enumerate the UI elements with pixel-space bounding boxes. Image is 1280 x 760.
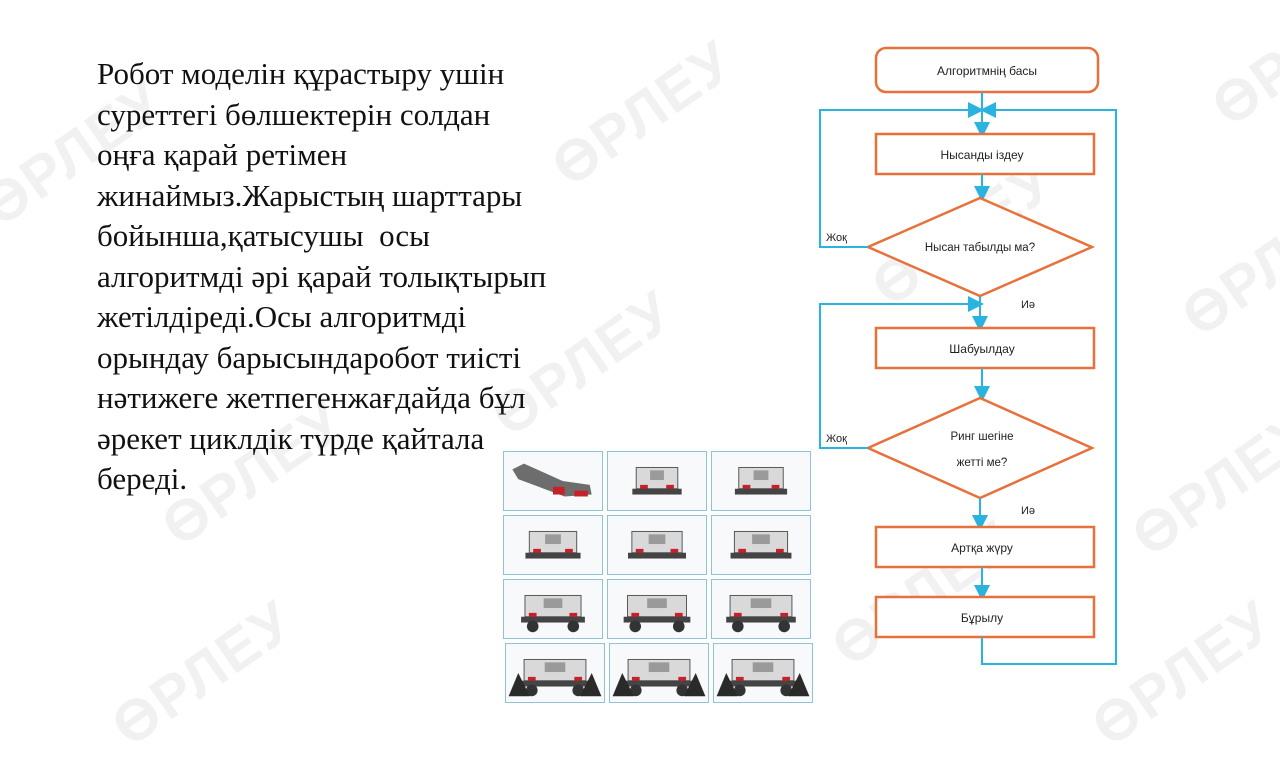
robot-assembly-icon [726, 594, 796, 633]
attack-label: Шабуылдау [949, 342, 1014, 356]
search-box [874, 132, 1096, 176]
turn-label: Бұрылу [961, 611, 1003, 625]
robot-assembly-icon [512, 463, 592, 497]
no-label-2: Жоқ [826, 433, 847, 445]
assembly-step-8 [607, 579, 707, 639]
assembly-step-12 [713, 643, 813, 703]
watermark: ӨРЛЕУ [1169, 177, 1280, 350]
decision2-label-line1: Ринг шегіне [951, 431, 1014, 443]
robot-assembly-icon [525, 530, 581, 559]
assembly-step-5 [607, 515, 707, 575]
loop-no2 [819, 296, 984, 449]
assembly-step-2 [607, 451, 707, 511]
loop-no1 [819, 102, 984, 248]
assembly-step-10 [505, 643, 605, 703]
assembly-step-11 [609, 643, 709, 703]
loop-turn-top [980, 102, 1117, 665]
decision2-label-line2: жетті ме? [957, 457, 1008, 469]
robot-assembly-icon [716, 658, 810, 697]
assembly-step-7 [503, 579, 603, 639]
robot-assembly-icon [623, 594, 691, 633]
start-label: Алгоритмнің басы [937, 64, 1037, 78]
decision2-diamond [864, 396, 1096, 500]
no-label-1: Жоқ [826, 232, 847, 244]
watermark: ӨРЛЕУ [1199, 0, 1280, 140]
turn-box [874, 595, 1096, 639]
assembly-step-1 [503, 451, 603, 511]
algorithm-flowchart: Алгоритмнің басы Нысанды іздеу Нысан таб… [819, 46, 1117, 665]
robot-assembly-icon [734, 466, 788, 495]
decision1-label: Нысан табылды ма? [925, 242, 1035, 254]
back-box [874, 525, 1096, 569]
slide-body-text: Робот моделін құрастыру ушін суреттегі б… [97, 56, 547, 496]
start-box [874, 46, 1100, 94]
robot-assembly-icon [508, 658, 602, 697]
assembly-step-3 [711, 451, 811, 511]
back-label: Артқа жүру [951, 541, 1013, 555]
assembly-step-6 [711, 515, 811, 575]
robot-assembly-icon [632, 466, 682, 495]
robot-assembly-icon [521, 594, 585, 633]
robot-assembly-icon [730, 530, 792, 559]
robot-assembly-icon [612, 658, 706, 697]
yes-label-2: Иә [1021, 505, 1035, 517]
assembly-step-4 [503, 515, 603, 575]
search-label: Нысанды іздеу [941, 148, 1024, 162]
watermark: ӨРЛЕУ [99, 587, 306, 760]
robot-assembly-icon [628, 530, 686, 559]
attack-box [874, 326, 1096, 370]
assembly-step-9 [711, 579, 811, 639]
assembly-steps-grid [503, 451, 815, 705]
yes-label-1: Иә [1021, 299, 1035, 311]
watermark: ӨРЛЕУ [1119, 397, 1280, 570]
